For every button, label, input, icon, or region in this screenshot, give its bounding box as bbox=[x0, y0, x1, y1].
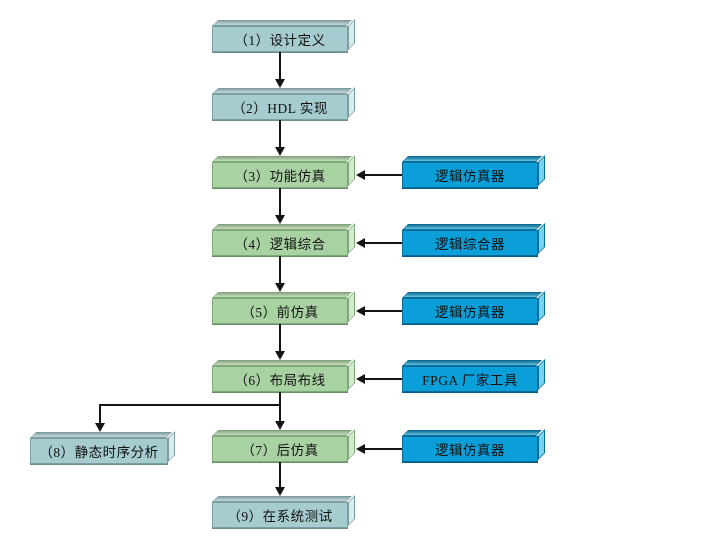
flow-step-3-label: （3）功能仿真 bbox=[234, 169, 326, 184]
flow-step-2-label: （2）HDL 实现 bbox=[232, 101, 328, 116]
connector-step6-step8-vertical bbox=[99, 404, 101, 423]
tool-box-4-label: FPGA 厂家工具 bbox=[422, 373, 518, 388]
connector-step5-step6-arrowhead bbox=[275, 351, 285, 360]
connector-tool2-step4 bbox=[364, 242, 402, 244]
connector-step4-step5 bbox=[279, 256, 281, 283]
connector-step1-step2-arrowhead bbox=[275, 79, 285, 88]
connector-step3-step4-arrowhead bbox=[275, 215, 285, 224]
flow-step-8-label: （8）静态时序分析 bbox=[39, 445, 159, 460]
connector-step6-step7 bbox=[279, 392, 281, 421]
tool-box-4: FPGA 厂家工具 bbox=[402, 366, 538, 392]
connector-tool1-step3 bbox=[364, 174, 402, 176]
flow-step-1-label: （1）设计定义 bbox=[234, 33, 326, 48]
connector-tool2-step4-arrowhead bbox=[356, 238, 365, 248]
connector-tool5-step7-arrowhead bbox=[356, 444, 365, 454]
connector-step2-step3 bbox=[279, 120, 281, 147]
tool-box-2-label: 逻辑综合器 bbox=[435, 237, 505, 252]
connector-step2-step3-arrowhead bbox=[275, 147, 285, 156]
flow-step-2: （2）HDL 实现 bbox=[212, 94, 348, 120]
flow-step-9-label: （9）在系统测试 bbox=[227, 509, 333, 524]
flow-step-3: （3）功能仿真 bbox=[212, 162, 348, 188]
connector-step6-step8-arrowhead bbox=[95, 423, 105, 432]
connector-step6-step8-horizontal bbox=[99, 404, 281, 406]
flow-step-8: （8）静态时序分析 bbox=[30, 438, 168, 464]
connector-step7-step9 bbox=[279, 462, 281, 487]
flow-step-7: （7）后仿真 bbox=[212, 436, 348, 462]
tool-box-2: 逻辑综合器 bbox=[402, 230, 538, 256]
tool-box-5: 逻辑仿真器 bbox=[402, 436, 538, 462]
connector-step4-step5-arrowhead bbox=[275, 283, 285, 292]
flow-step-9: （9）在系统测试 bbox=[212, 502, 348, 528]
tool-box-3: 逻辑仿真器 bbox=[402, 298, 538, 324]
connector-tool3-step5-arrowhead bbox=[356, 306, 365, 316]
flow-step-5-label: （5）前仿真 bbox=[241, 305, 319, 320]
flow-step-6-label: （6）布局布线 bbox=[234, 373, 326, 388]
flow-step-4: （4）逻辑综合 bbox=[212, 230, 348, 256]
tool-box-3-label: 逻辑仿真器 bbox=[435, 305, 505, 320]
flow-step-1: （1）设计定义 bbox=[212, 26, 348, 52]
tool-box-1: 逻辑仿真器 bbox=[402, 162, 538, 188]
connector-tool3-step5 bbox=[364, 310, 402, 312]
flow-step-4-label: （4）逻辑综合 bbox=[234, 237, 326, 252]
connector-tool4-step6-arrowhead bbox=[356, 374, 365, 384]
connector-tool1-step3-arrowhead bbox=[356, 170, 365, 180]
connector-step3-step4 bbox=[279, 188, 281, 215]
flow-step-7-label: （7）后仿真 bbox=[241, 443, 319, 458]
tool-box-5-label: 逻辑仿真器 bbox=[435, 443, 505, 458]
connector-step7-step9-arrowhead bbox=[275, 487, 285, 496]
connector-tool4-step6 bbox=[364, 378, 402, 380]
tool-box-1-label: 逻辑仿真器 bbox=[435, 169, 505, 184]
connector-step1-step2 bbox=[279, 52, 281, 79]
connector-step5-step6 bbox=[279, 324, 281, 351]
flow-step-5: （5）前仿真 bbox=[212, 298, 348, 324]
connector-tool5-step7 bbox=[364, 448, 402, 450]
flow-step-6: （6）布局布线 bbox=[212, 366, 348, 392]
connector-step6-step7-arrowhead bbox=[275, 421, 285, 430]
